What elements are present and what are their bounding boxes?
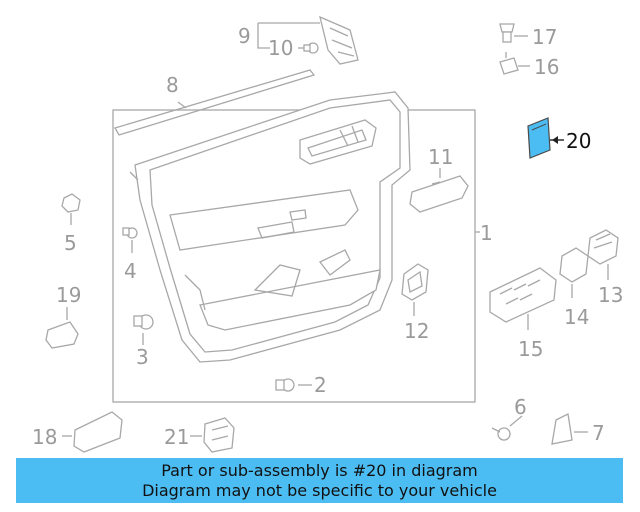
- part-label-20: 20: [566, 129, 591, 153]
- part-8-weatherstrip: [114, 69, 316, 136]
- part-label-1: 1: [480, 221, 493, 245]
- part-label-17: 17: [532, 25, 557, 49]
- part-label-11: 11: [428, 145, 453, 169]
- part-label-14: 14: [564, 305, 589, 329]
- info-banner: Part or sub-assembly is #20 in diagram D…: [16, 458, 623, 503]
- part-5-clip: [61, 193, 81, 225]
- part-label-18: 18: [32, 425, 57, 449]
- banner-line-1: Part or sub-assembly is #20 in diagram: [161, 460, 478, 480]
- part-1-door-trim-panel: [112, 91, 480, 403]
- part-15-window-switch: [489, 267, 557, 330]
- part-12-switch: [401, 263, 429, 316]
- part-11-handle-bezel: [409, 168, 469, 213]
- part-label-21: 21: [164, 425, 189, 449]
- part-2-push-clip: [275, 378, 312, 392]
- banner-line-2: Diagram may not be specific to your vehi…: [142, 480, 497, 500]
- part-14-switch: [559, 247, 589, 298]
- part-label-19: 19: [56, 283, 81, 307]
- part-label-12: 12: [404, 319, 429, 343]
- part-19-connector: [45, 307, 79, 349]
- part-17-clip: [499, 23, 528, 43]
- part-label-5: 5: [64, 231, 77, 255]
- part-label-13: 13: [598, 283, 623, 307]
- part-10-screw: [298, 42, 319, 54]
- part-3-retainer: [133, 314, 154, 345]
- part-16-bracket: [499, 52, 530, 75]
- part-18-trim-plug: [62, 411, 123, 453]
- part-label-10: 10: [268, 36, 293, 60]
- part-label-4: 4: [124, 259, 137, 283]
- part-label-9: 9: [238, 24, 251, 48]
- part-label-16: 16: [534, 55, 559, 79]
- part-13-switch-module: [587, 229, 619, 280]
- part-label-6: 6: [514, 395, 527, 419]
- part-label-15: 15: [518, 337, 543, 361]
- part-7-clip: [551, 413, 588, 445]
- part-label-2: 2: [314, 373, 327, 397]
- part-4-screw: [122, 227, 138, 253]
- part-21-bracket: [190, 417, 235, 453]
- part-label-8: 8: [166, 73, 179, 97]
- part-6-screw: [491, 415, 523, 441]
- part-20-highlighted: [527, 117, 564, 159]
- part-label-7: 7: [592, 421, 605, 445]
- part-label-3: 3: [136, 345, 149, 369]
- part-9-mirror-bracket: [257, 15, 359, 65]
